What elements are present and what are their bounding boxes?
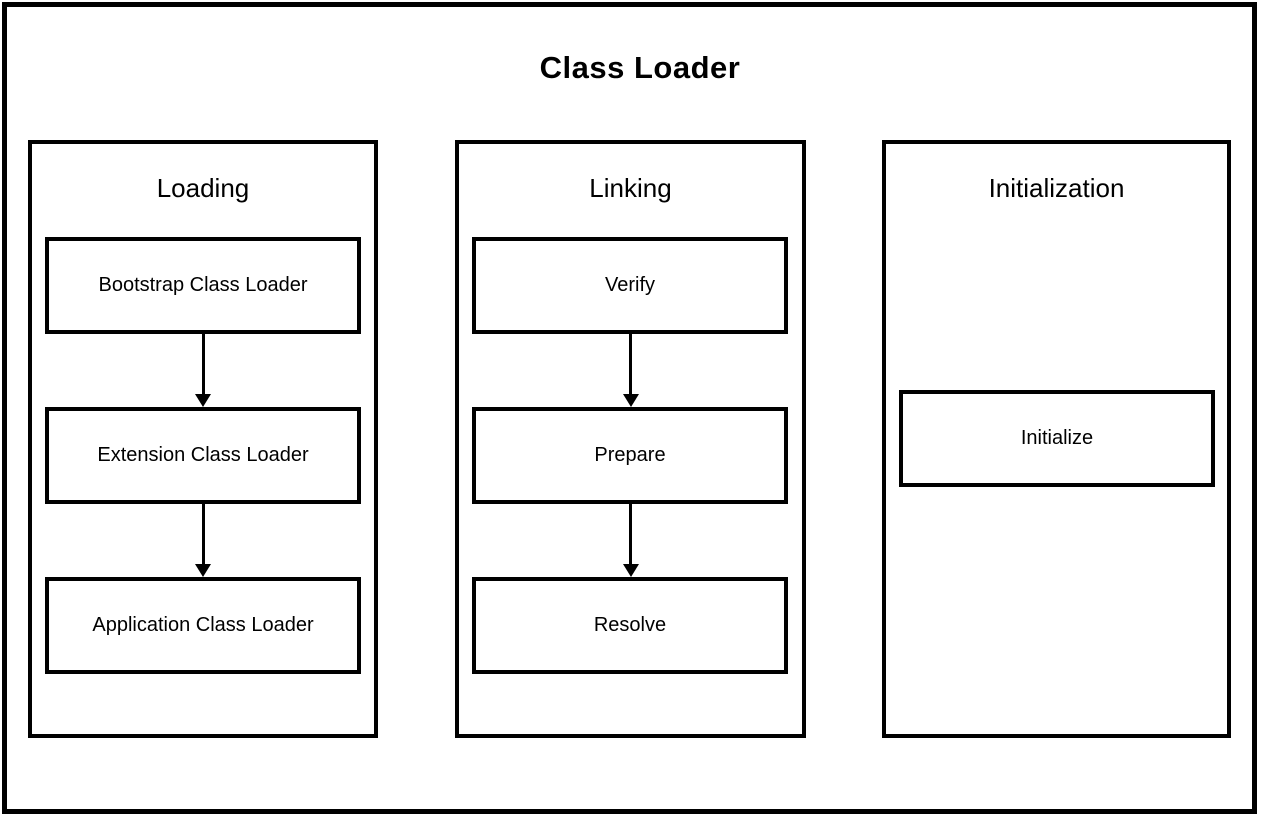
loading-section-header: Loading <box>156 173 250 203</box>
arrow-shaft <box>629 334 632 394</box>
node-bootstrap-class-loader: Bootstrap Class Loader <box>45 237 361 334</box>
linking-section: Linking Verify Prepare Resolve <box>455 140 806 738</box>
node-resolve: Resolve <box>472 577 788 674</box>
arrow-head <box>622 564 639 577</box>
arrow-down-icon <box>195 503 211 577</box>
node-extension-class-loader: Extension Class Loader <box>45 407 361 504</box>
arrow-down-icon <box>622 503 639 577</box>
arrow-shaft <box>201 334 205 394</box>
node-verify: Verify <box>472 237 788 334</box>
node-application-class-loader: Application Class Loader <box>45 577 361 674</box>
arrow-head <box>622 394 639 407</box>
arrow-shaft <box>629 503 632 564</box>
node-prepare: Prepare <box>472 407 788 504</box>
arrow-head <box>195 394 211 407</box>
initialization-section: Initialization Initialize <box>882 140 1231 738</box>
arrow-head <box>195 564 211 577</box>
initialization-section-header: Initialization <box>988 173 1125 203</box>
diagram-title: Class Loader <box>539 50 741 85</box>
arrow-down-icon <box>195 334 211 407</box>
node-initialize: Initialize <box>899 390 1215 487</box>
arrow-down-icon <box>622 334 639 407</box>
linking-section-header: Linking <box>589 173 672 203</box>
loading-section: Loading Bootstrap Class Loader Extension… <box>28 140 378 738</box>
arrow-shaft <box>201 503 205 564</box>
